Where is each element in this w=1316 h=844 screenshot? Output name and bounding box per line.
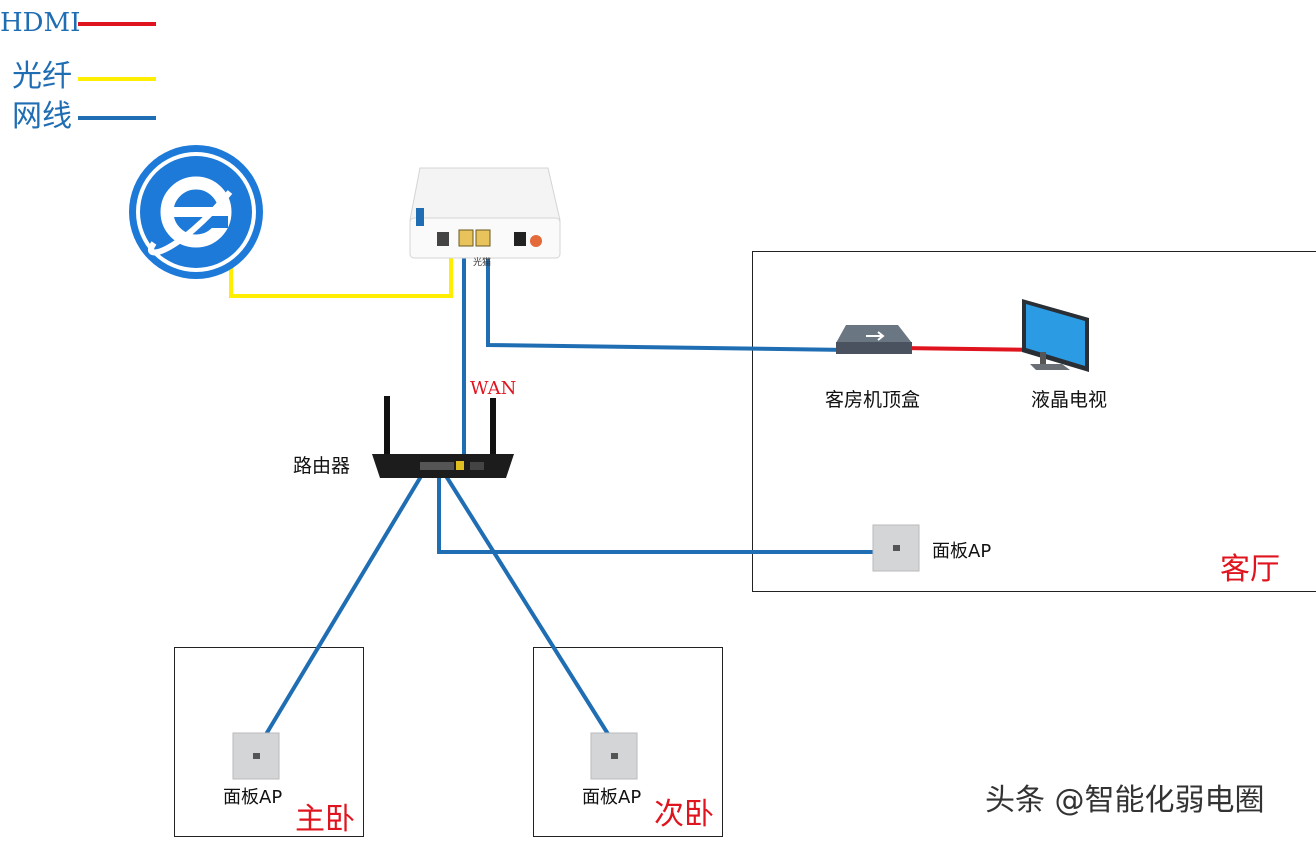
watermark: 头条 @智能化弱电圈 [985, 783, 1265, 818]
second-bedroom-label: 次卧 [654, 797, 714, 832]
living-room-label: 客厅 [1220, 552, 1280, 587]
second-ap-label: 面板AP [582, 787, 642, 808]
set-top-box-label: 客房机顶盒 [825, 389, 921, 411]
legend-fiber-label: 光纤 [12, 59, 72, 94]
ont-modem-icon [409, 167, 561, 259]
second-bedroom-box [533, 647, 723, 837]
panel-ap-living-icon [872, 524, 920, 572]
router-icon [372, 396, 514, 478]
ont-port-label: 光猫 [473, 258, 492, 268]
panel-ap-master-icon [232, 732, 280, 780]
legend-hdmi-label: HDMI [0, 8, 81, 38]
wan-label: WAN [470, 378, 517, 399]
hdmi-cable [899, 346, 1046, 352]
master-ap-cable [263, 466, 428, 738]
living-room-box [752, 251, 1316, 592]
stb-cable [486, 250, 851, 352]
router-label: 路由器 [293, 455, 351, 477]
master-ap-label: 面板AP [223, 787, 283, 808]
legend-ethernet-label: 网线 [12, 99, 72, 134]
lcd-tv-icon [1022, 299, 1089, 372]
master-bedroom-label: 主卧 [295, 802, 355, 837]
living-ap-cable [437, 470, 877, 554]
set-top-box-icon [836, 325, 912, 354]
second-ap-cable [439, 466, 610, 736]
living-ap-label: 面板AP [932, 541, 992, 562]
master-bedroom-box [174, 647, 364, 837]
lcd-tv-label: 液晶电视 [1031, 389, 1108, 411]
internet-icon [129, 145, 263, 279]
panel-ap-second-icon [590, 732, 638, 780]
